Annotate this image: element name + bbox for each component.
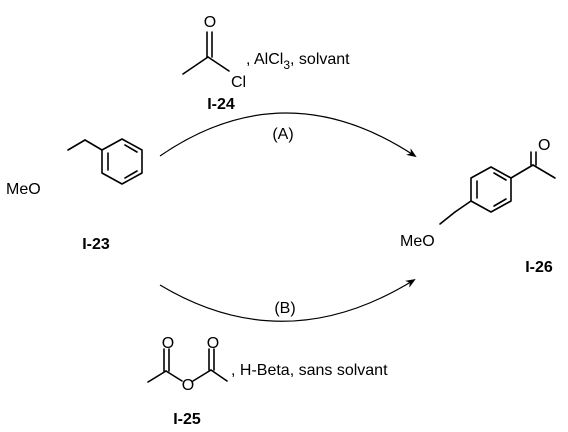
compound-id-i-24: I-24 (207, 96, 235, 113)
product-carbonyl-oxygen: O (538, 137, 550, 154)
product-structure (439, 151, 556, 225)
anhydride-bridging-oxygen: O (182, 377, 194, 394)
reaction-arrow-b (159, 278, 416, 322)
anhydride-oxygen-right: O (207, 335, 219, 352)
acetyl-chloride-oxygen: O (204, 14, 216, 31)
route-label-b: (B) (274, 300, 295, 317)
anhydride-oxygen-left: O (162, 335, 174, 352)
conditions-a: , AlCl3, solvant (246, 51, 350, 72)
compound-id-i-23: I-23 (82, 236, 110, 253)
anisole-methoxy-label: MeO (6, 181, 41, 198)
anisole-structure (67, 138, 143, 185)
product-methoxy-label: MeO (400, 233, 435, 250)
route-label-a: (A) (272, 126, 293, 143)
conditions-b: , H-Beta, sans solvant (231, 362, 388, 379)
acetyl-chloride-chlorine: Cl (231, 74, 246, 91)
compound-id-i-26: I-26 (525, 259, 553, 276)
reaction-arrow-a (159, 112, 417, 158)
compound-id-i-25: I-25 (173, 411, 201, 428)
acetic-anhydride-structure (147, 348, 228, 383)
acetyl-chloride-structure: O Cl (182, 14, 246, 91)
